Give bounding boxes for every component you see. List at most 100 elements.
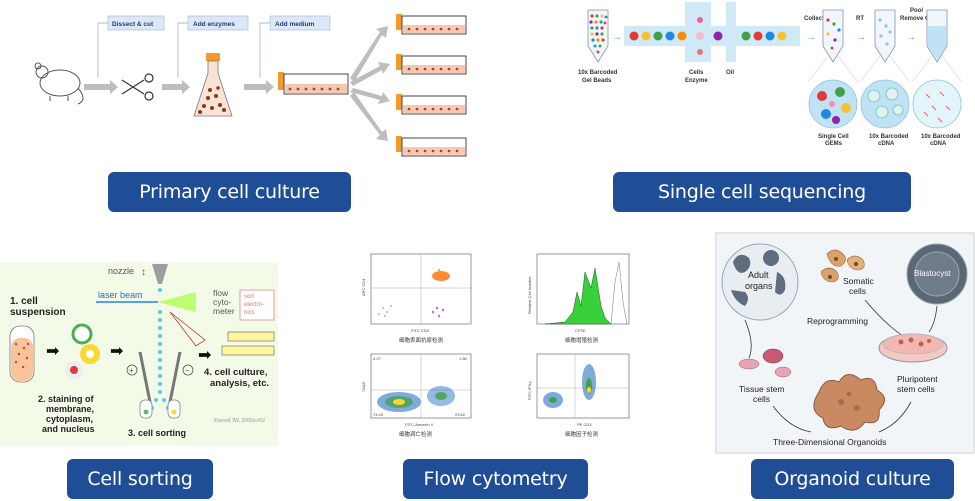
blastocyst-circle: Blastocyst [906, 243, 968, 305]
svg-text:→: → [906, 32, 916, 43]
blastocyst-label: Blastocyst [914, 269, 951, 278]
plot2-xlabel: CFSE [575, 328, 586, 333]
sort-label-3: nics [244, 310, 255, 316]
flow-label-1: flow [213, 288, 229, 298]
step2-line4: and nucleus [42, 424, 95, 434]
laser-label: laser beam [98, 290, 143, 300]
step4-line2: analysis, etc. [210, 378, 269, 389]
nozzle-icon [152, 264, 168, 284]
oil-label: Oil [726, 70, 734, 76]
gems-circle [808, 79, 858, 129]
remove-oil-label: Remove Oil [900, 16, 933, 22]
step3-label: 3. cell sorting [128, 428, 186, 438]
culture-flask-2 [396, 54, 467, 75]
plot4-xlabel: PE CD3 [577, 422, 592, 427]
plot3-q2: 1.80 [459, 356, 468, 361]
somatic-cells [820, 249, 865, 283]
plot2-caption: 细胞增殖检测 [565, 336, 599, 344]
culture-flask-4 [396, 136, 467, 157]
plot3-xlabel: FITC-Annexin V [405, 422, 434, 427]
pluripotent-dish [878, 333, 948, 363]
cdna-circle [860, 79, 910, 129]
step1-line2: suspension [10, 307, 66, 318]
organoid-culture-label: Organoid culture [751, 459, 954, 499]
svg-text:→: → [856, 32, 866, 43]
flow-cytometry-diagram: FITC CD3 APC CD4 细胞表面抗原检测 CFSE Relative … [349, 242, 641, 446]
plot3-ylabel: 7AAD [361, 381, 366, 392]
svg-text:➡: ➡ [198, 347, 211, 364]
gems-label-2: GEMs [825, 141, 843, 147]
culture-flask-3 [396, 94, 467, 115]
step2-line1: 2. staining of [38, 394, 95, 404]
somatic-label-1: Somatic [843, 276, 874, 286]
gel-beads-tube [587, 9, 609, 63]
enzyme-label: Enzyme [685, 78, 708, 84]
step1-line1: 1. cell [10, 296, 38, 307]
svg-text:➡: ➡ [46, 343, 59, 360]
single-cell-sequencing-diagram: 10x Barcoded Gel Beads → Cells Enzyme Oi… [560, 2, 975, 162]
plot3-q4: 23.82 [455, 412, 466, 417]
flow-cytometry-label: Flow cytometry [403, 459, 588, 499]
plot1-ylabel: APC CD4 [361, 278, 366, 296]
step-dissect-label: Dissect & cut [112, 21, 154, 28]
tissue-label-1: Tissue stem [739, 384, 785, 394]
adult-organs-circle: Adult organs [721, 243, 799, 321]
culture-flask-1 [396, 14, 467, 35]
single-cell-sequencing-label: Single cell sequencing [613, 172, 911, 212]
cell-sorting-diagram: nozzle ↕ laser beam flow cyto- meter sor… [0, 262, 278, 446]
sort-label-1: sort [244, 294, 254, 300]
primary-culture-diagram: Dissect & cut Add enzymes Add medium [20, 8, 470, 168]
plot3-q3: 74.00 [373, 412, 384, 417]
arrow-glyph: → [612, 32, 622, 43]
cdna-label-2: cDNA [878, 141, 895, 147]
plot2-ylabel: Relative Cell Number [527, 276, 532, 314]
svg-text:➡: ➡ [110, 343, 123, 360]
somatic-label-2: cells [849, 286, 866, 296]
pooled-cdna-label-2: cDNA [930, 141, 947, 147]
pooled-cdna-label-1: 10x Barcoded [921, 134, 961, 140]
adult-label-1: Adult [748, 270, 769, 280]
reprogramming-label: Reprogramming [807, 316, 868, 326]
mouse-icon [34, 62, 84, 105]
organoids-label: Three-Dimensional Organoids [773, 437, 886, 447]
cells-label: Cells [689, 70, 704, 76]
pooled-tube [926, 9, 948, 63]
svg-text:−: − [185, 366, 190, 375]
credit-text: Elwood JW, 2000ccr02 [214, 418, 265, 424]
step4-line1: 4. cell culture, [204, 367, 267, 378]
primary-cell-culture-label: Primary cell culture [108, 172, 351, 212]
plot4-ylabel: FITC IFNγ [527, 382, 532, 400]
proliferation-plot: CFSE Relative Cell Number 细胞增殖检测 [527, 253, 630, 344]
flow-label-3: meter [213, 306, 235, 316]
flow-label-2: cyto- [213, 297, 232, 307]
culture-flask-main [278, 72, 349, 95]
scissors-icon [121, 73, 154, 101]
apoptosis-plot: 0.27 1.80 74.00 23.82 FITC-Annexin V 7AA… [361, 353, 472, 438]
gems-label-1: Single Cell [818, 134, 849, 140]
plot1-xlabel: FITC CD3 [411, 328, 430, 333]
cdna-tube [874, 9, 896, 63]
gem-tube [822, 9, 844, 63]
step2-line2: membrane, [46, 404, 94, 414]
beads-label-2: Gel Beads [582, 78, 612, 84]
rt-label: RT [856, 16, 864, 22]
svg-text:→: → [806, 32, 816, 43]
step-medium-label: Add medium [275, 21, 315, 28]
nozzle-label: nozzle [108, 266, 134, 276]
cytokine-plot: PE CD3 FITC IFNγ 细胞因子检测 [527, 353, 630, 438]
collect-label: Collect [804, 16, 824, 22]
pluripotent-label-1: Pluripotent [897, 374, 938, 384]
plot3-caption: 细胞凋亡检测 [399, 430, 433, 438]
organoid-culture-diagram: Adult organs Blastocyst Somatic cells Re… [715, 232, 975, 454]
sort-label-2: electro- [244, 302, 264, 308]
tissue-stem-cells [738, 348, 792, 378]
cdna-label-1: 10x Barcoded [869, 134, 909, 140]
flask-icon [193, 53, 233, 117]
plot1-caption: 细胞表面抗原检测 [399, 336, 444, 344]
plot3-q1: 0.27 [373, 356, 382, 361]
pooled-cdna-circle [912, 79, 962, 129]
pluripotent-label-2: stem cells [897, 384, 935, 394]
beads-label-1: 10x Barcoded [578, 70, 618, 76]
tissue-label-2: cells [753, 394, 770, 404]
svg-text:+: + [129, 366, 134, 375]
